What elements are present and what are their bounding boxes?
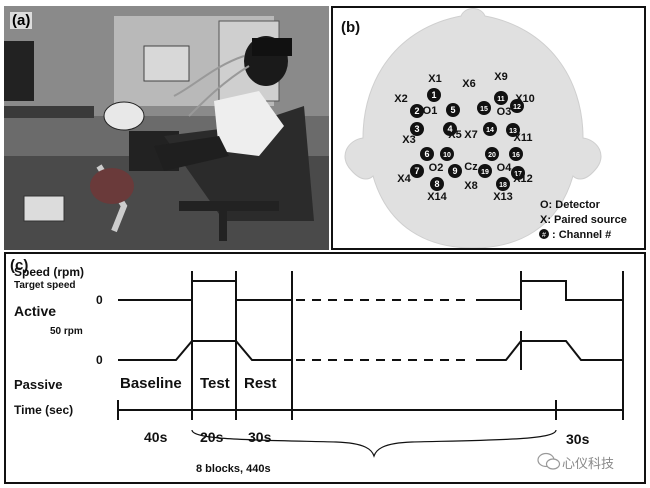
channel-marker-5 [446, 103, 460, 117]
channel-number-15: 15 [480, 106, 488, 113]
active-label: Active [14, 303, 56, 319]
detector-label-cz: Cz [464, 161, 478, 173]
target-speed-label: Target speed [14, 280, 76, 291]
channel-marker-6 [420, 147, 434, 161]
source-label-x6: X6 [462, 78, 475, 90]
duration-rest: 30s [248, 429, 272, 445]
baseline-label: Baseline [120, 375, 182, 392]
channel-marker-1 [427, 88, 441, 102]
channel-number-8: 8 [434, 179, 439, 189]
source-label-x11: X11 [514, 132, 533, 144]
source-label-x10: X10 [515, 93, 535, 105]
source-label-x9: X9 [494, 71, 507, 83]
legend-channel: : Channel # [552, 229, 611, 241]
detector-label-o4: O4 [497, 162, 513, 174]
channel-marker-17 [511, 166, 525, 180]
channel-number-6: 6 [424, 149, 429, 159]
legend-detector: O: Detector [540, 199, 601, 211]
source-label-x1: X1 [428, 73, 441, 85]
detector-label-o2: O2 [429, 162, 444, 174]
channel-marker-14 [483, 122, 497, 136]
channel-number-3: 3 [414, 124, 419, 134]
duration-baseline: 40s [144, 429, 168, 445]
channel-marker-2 [410, 104, 424, 118]
photo-panel: (a) [4, 6, 329, 250]
channel-marker-8 [430, 177, 444, 191]
source-label-x2: X2 [394, 93, 407, 105]
channel-marker-3 [410, 122, 424, 136]
channel-marker-4 [443, 122, 457, 136]
panel-c-label: (c) [10, 257, 28, 274]
channel-marker-20 [485, 147, 499, 161]
channel-marker-9 [448, 164, 462, 178]
passive-trace-end [476, 340, 623, 361]
detector-label-o1: O1 [423, 105, 438, 117]
channel-marker-7 [410, 164, 424, 178]
channel-number-19: 19 [481, 169, 489, 176]
passive-zero-label: 0 [96, 353, 103, 367]
source-label-x13: X13 [493, 191, 513, 203]
channel-number-9: 9 [452, 166, 457, 176]
duration-final: 30s [566, 431, 590, 447]
source-label-x3: X3 [402, 134, 415, 146]
source-label-x14: X14 [427, 191, 447, 203]
channel-number-5: 5 [450, 105, 455, 115]
channel-number-1: 1 [431, 90, 436, 100]
channel-marker-12 [510, 99, 524, 113]
duration-test: 20s [200, 429, 224, 445]
channel-marker-16 [509, 147, 523, 161]
protocol-panel: (c) Speed (rpm) Target speed 0 Active 50… [4, 252, 646, 484]
channel-number-17: 17 [514, 171, 522, 178]
blocks-label: 8 blocks, 440s [196, 463, 271, 475]
source-label-x5: X5 [448, 129, 461, 141]
active-trace-end [476, 280, 623, 301]
source-label-x4: X4 [397, 173, 411, 185]
channel-number-12: 12 [513, 104, 521, 111]
lab-photo [4, 6, 329, 250]
channel-number-11: 11 [497, 96, 505, 103]
channel-number-4: 4 [447, 124, 452, 134]
protocol-timeline: (c) Speed (rpm) Target speed 0 Active 50… [10, 257, 624, 475]
test-label: Test [200, 375, 230, 392]
legend-source: X: Paired source [540, 214, 627, 226]
channel-marker-10 [440, 147, 454, 161]
legend-channel-symbol: # [542, 232, 546, 239]
source-label-x12: X12 [513, 173, 533, 185]
channel-number-2: 2 [414, 106, 419, 116]
channel-number-20: 20 [488, 152, 496, 159]
head-outline [344, 8, 602, 249]
source-label-x8: X8 [464, 180, 477, 192]
channel-number-10: 10 [443, 152, 451, 159]
channel-marker-19 [478, 164, 492, 178]
speed-axis-label: Speed (rpm) [14, 265, 84, 279]
active-zero-label: 0 [96, 293, 103, 307]
panel-b-label: (b) [341, 19, 360, 36]
rpm-label: 50 rpm [50, 326, 83, 337]
watermark-text: 心仪科技 [562, 456, 614, 471]
channel-number-7: 7 [414, 166, 419, 176]
time-axis-label: Time (sec) [14, 403, 73, 417]
channel-marker-13 [506, 123, 520, 137]
wechat-icon [537, 452, 561, 470]
source-label-x7: X7 [464, 129, 477, 141]
passive-trace-start [118, 340, 292, 361]
channel-marker-11 [494, 91, 508, 105]
active-trace-start [118, 280, 292, 301]
rest-label: Rest [244, 375, 277, 392]
channel-marker-18 [496, 177, 510, 191]
passive-label: Passive [14, 377, 62, 392]
channel-number-18: 18 [499, 182, 507, 189]
channel-number-14: 14 [486, 127, 494, 134]
detector-label-o3: O3 [497, 106, 512, 118]
channel-marker-15 [477, 101, 491, 115]
channel-number-13: 13 [509, 128, 517, 135]
panel-a-label: (a) [10, 12, 33, 29]
channel-number-16: 16 [512, 152, 520, 159]
blocks-bracket [191, 429, 557, 458]
legend-channel-marker [539, 229, 549, 239]
